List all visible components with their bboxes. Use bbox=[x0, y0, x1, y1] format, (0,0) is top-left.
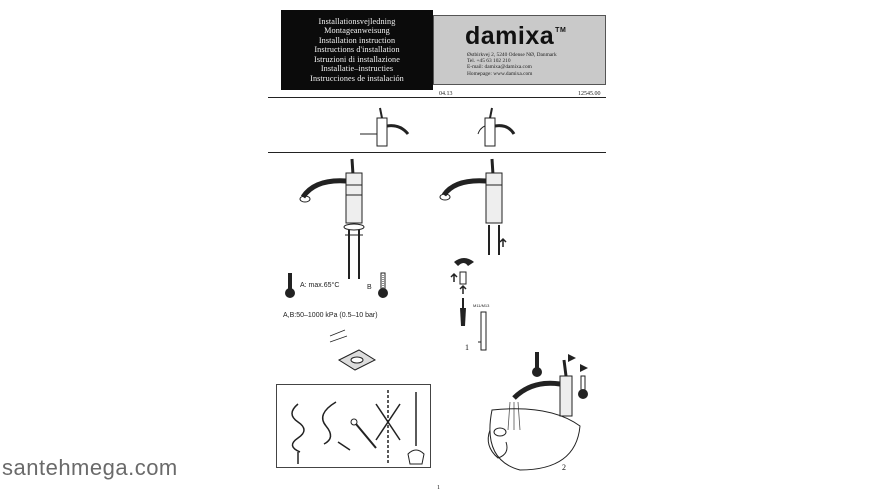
language-list: Installationsvejledning Montageanweisung… bbox=[281, 10, 433, 90]
spanner-size-label: M11/M13 bbox=[473, 303, 490, 308]
pressure-label: A,B:50–1000 kPa (0.5–10 bar) bbox=[283, 312, 378, 319]
hose-handling-detail-box bbox=[276, 384, 431, 468]
doc-date: 04.13 bbox=[439, 91, 453, 97]
assembly-parts-illustration bbox=[450, 258, 487, 351]
language-item: Instrucciones de instalación bbox=[310, 73, 404, 83]
section-divider bbox=[268, 152, 606, 153]
faucet-exploded-view-illustration bbox=[439, 158, 507, 255]
hose-handling-illustration bbox=[291, 390, 425, 465]
thermometer-icon bbox=[285, 273, 295, 298]
language-item: Istruzioni di installazione bbox=[314, 54, 400, 64]
language-item: Installatie–instructies bbox=[320, 64, 394, 74]
language-item: Montageanweisung bbox=[324, 26, 390, 36]
language-item: Instructions d'installation bbox=[314, 45, 400, 55]
contact-phone: Tel. +45 63 102 210 bbox=[467, 58, 511, 65]
page-number: 1 bbox=[437, 485, 440, 491]
contact-email: E-mail: damixa@damixa.com bbox=[467, 64, 532, 71]
contact-address: Østbirkvej 2, 5240 Odense NØ, Danmark bbox=[467, 52, 557, 58]
contact-homepage: Homepage: www.damixa.com bbox=[467, 70, 533, 77]
faucet-side-view-illustration bbox=[477, 107, 516, 147]
mounting-template-illustration bbox=[329, 329, 377, 371]
step-2-number: 2 bbox=[562, 463, 566, 472]
faucet-side-view-illustration bbox=[360, 107, 410, 147]
language-item: Installationsvejledning bbox=[318, 17, 396, 27]
faucet-with-hoses-illustration bbox=[299, 158, 365, 279]
faucet-usage-illustration bbox=[487, 352, 588, 471]
contact-block: Østbirkvej 2, 5240 Odense NØ, Danmark Te… bbox=[467, 52, 557, 77]
header-divider bbox=[268, 97, 606, 98]
temp-label: A: max.65°C bbox=[300, 282, 340, 289]
thermometer-icon bbox=[378, 272, 388, 298]
brand-panel bbox=[433, 15, 606, 85]
doc-number: 12545.00 bbox=[578, 91, 601, 97]
language-item: Installation instruction bbox=[318, 35, 396, 45]
trademark-mark: TM bbox=[555, 27, 567, 34]
brand-name: damixa bbox=[465, 22, 555, 50]
hose-b-label: B bbox=[367, 284, 372, 291]
step-1-number: 1 bbox=[465, 343, 469, 352]
watermark-text: santehmega.com bbox=[2, 455, 178, 480]
brand-logo: damixaTM bbox=[465, 22, 566, 51]
